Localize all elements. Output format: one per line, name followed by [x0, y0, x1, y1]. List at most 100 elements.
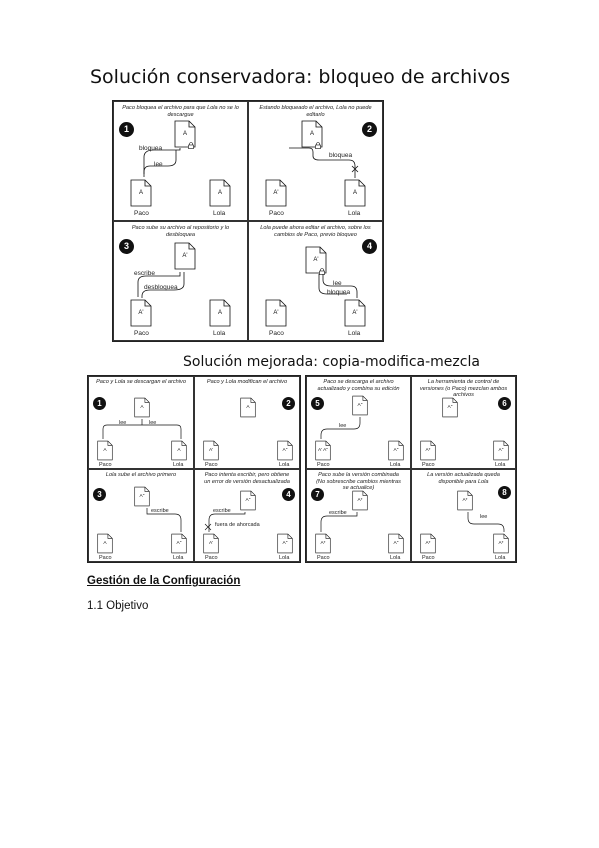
- user-label-paco: Paco: [205, 555, 218, 561]
- step-number: 6: [498, 397, 511, 410]
- fig2-cell-2: Paco y Lola modifican el archivo 2 A A' …: [194, 376, 300, 469]
- arrow-label: escribe: [134, 270, 155, 277]
- user-label-paco: Paco: [99, 462, 112, 468]
- repo-document: A': [305, 246, 327, 274]
- arrow-label: bloquea: [327, 289, 351, 296]
- repo-document: A': [174, 242, 196, 270]
- section-heading: Gestión de la Configuración: [87, 575, 241, 587]
- lock-icon: [188, 136, 194, 149]
- title-copia-modifica-mezcla: Solución mejorada: copia-modifica-mezcla: [183, 354, 480, 370]
- user-label-lola: Lola: [348, 210, 361, 217]
- user-label-paco: Paco: [134, 210, 149, 217]
- lola-document: A": [388, 533, 404, 554]
- fig2-cell-3: Lola sube el archivo primero 3 A" escrib…: [88, 469, 194, 562]
- caption: Paco sube su archivo al repositorio y lo…: [131, 225, 230, 238]
- arrow-lines: [137, 272, 185, 298]
- repo-document: A: [134, 397, 150, 418]
- lola-document: A': [344, 299, 366, 327]
- repo-document: A*: [352, 490, 368, 511]
- arrow-lines: [204, 512, 246, 532]
- lola-document: A*: [493, 533, 509, 554]
- repo-document: A": [240, 490, 256, 511]
- repo-document: A*: [457, 490, 473, 511]
- user-label-lola: Lola: [279, 462, 290, 468]
- caption: La herramienta de control de versiones (…: [419, 379, 508, 399]
- paco-document: A': [203, 440, 219, 461]
- user-label-paco: Paco: [134, 330, 149, 337]
- fig2-cell-6: La herramienta de control de versiones (…: [411, 376, 516, 469]
- paco-document: A': [265, 179, 287, 207]
- user-label-paco: Paco: [317, 555, 330, 561]
- user-label-paco: Paco: [269, 210, 284, 217]
- arrow-label: lee: [333, 280, 342, 287]
- fig1-cell-1: Paco bloquea el archivo para que Lola no…: [113, 101, 248, 221]
- arrow-label: bloquea: [329, 152, 353, 159]
- lola-document: A": [388, 440, 404, 461]
- arrow-lines: [146, 508, 182, 532]
- caption: Paco y Lola modifican el archivo: [206, 379, 288, 385]
- step-number: 4: [362, 239, 377, 254]
- step-number: 4: [282, 488, 295, 501]
- fig1-cell-3: Paco sube su archivo al repositorio y lo…: [113, 221, 248, 341]
- repo-document: A": [134, 486, 150, 507]
- user-label-lola: Lola: [390, 462, 401, 468]
- step-number: 3: [119, 239, 134, 254]
- lola-document: A: [209, 179, 231, 207]
- paco-document: A: [97, 533, 113, 554]
- arrow-label: lee: [149, 420, 157, 426]
- caption: Lola puede ahora editar el archivo, sobr…: [260, 225, 371, 238]
- arrow-label: escribe: [213, 508, 231, 514]
- user-label-lola: Lola: [495, 462, 506, 468]
- user-label-paco: Paco: [205, 462, 218, 468]
- step-number: 5: [311, 397, 324, 410]
- figure-bloqueo: Paco bloquea el archivo para que Lola no…: [112, 100, 384, 342]
- title-bloqueo: Solución conservadora: bloqueo de archiv…: [90, 66, 511, 88]
- paco-document: A*: [420, 533, 436, 554]
- lola-document: A": [493, 440, 509, 461]
- step-number: 3: [93, 488, 106, 501]
- arrow-lines: [289, 147, 359, 178]
- step-number: 7: [311, 488, 324, 501]
- caption: Lola sube el archivo primero: [105, 472, 177, 478]
- lola-document: A: [344, 179, 366, 207]
- user-label-paco: Paco: [422, 555, 435, 561]
- repo-document: A: [301, 120, 323, 148]
- paco-document: A' A": [315, 440, 331, 461]
- caption: Paco y Lola se descargan el archivo: [96, 379, 186, 385]
- user-label-paco: Paco: [422, 462, 435, 468]
- fig2-cell-4: Paco intenta escribir, pero obtiene un e…: [194, 469, 300, 562]
- arrow-lines: [318, 274, 358, 298]
- arrow-label: bloquea: [139, 145, 163, 152]
- repo-document: A: [174, 120, 196, 148]
- figure-mezcla-right: Paco se descarga el archivo actualizado …: [305, 375, 517, 563]
- lola-document: A: [171, 440, 187, 461]
- subsection-heading: 1.1 Objetivo: [87, 600, 149, 612]
- paco-document: A: [97, 440, 113, 461]
- arrow-label: escribe: [329, 510, 347, 516]
- lola-document: A": [277, 440, 293, 461]
- step-number: 1: [93, 397, 106, 410]
- fig2-cell-8: La versión actualizada queda disponible …: [411, 469, 516, 562]
- fig1-cell-4: Lola puede ahora editar el archivo, sobr…: [248, 221, 383, 341]
- arrow-lines: [102, 419, 182, 439]
- paco-document: A*: [315, 533, 331, 554]
- user-label-lola: Lola: [495, 555, 506, 561]
- arrow-lines: [467, 512, 505, 532]
- repo-document: A: [240, 397, 256, 418]
- caption: La versión actualizada queda disponible …: [427, 472, 500, 485]
- user-label-lola: Lola: [279, 555, 290, 561]
- user-label-paco: Paco: [317, 462, 330, 468]
- user-label-lola: Lola: [213, 210, 226, 217]
- lola-document: A": [171, 533, 187, 554]
- user-label-lola: Lola: [173, 462, 184, 468]
- lola-document: A": [277, 533, 293, 554]
- fig2-cell-1: Paco y Lola se descargan el archivo 1 A …: [88, 376, 194, 469]
- arrow-lines: [320, 417, 361, 439]
- paco-document: A: [130, 179, 152, 207]
- caption: Paco bloquea el archivo para que Lola no…: [122, 105, 239, 118]
- fig2-cell-5: Paco se descarga el archivo actualizado …: [306, 376, 411, 469]
- user-label-lola: Lola: [173, 555, 184, 561]
- arrow-label: desbloquea: [144, 284, 178, 291]
- caption: Estando bloqueado el archivo, Lola no pu…: [259, 105, 372, 118]
- caption: Paco se descarga el archivo actualizado …: [317, 379, 400, 392]
